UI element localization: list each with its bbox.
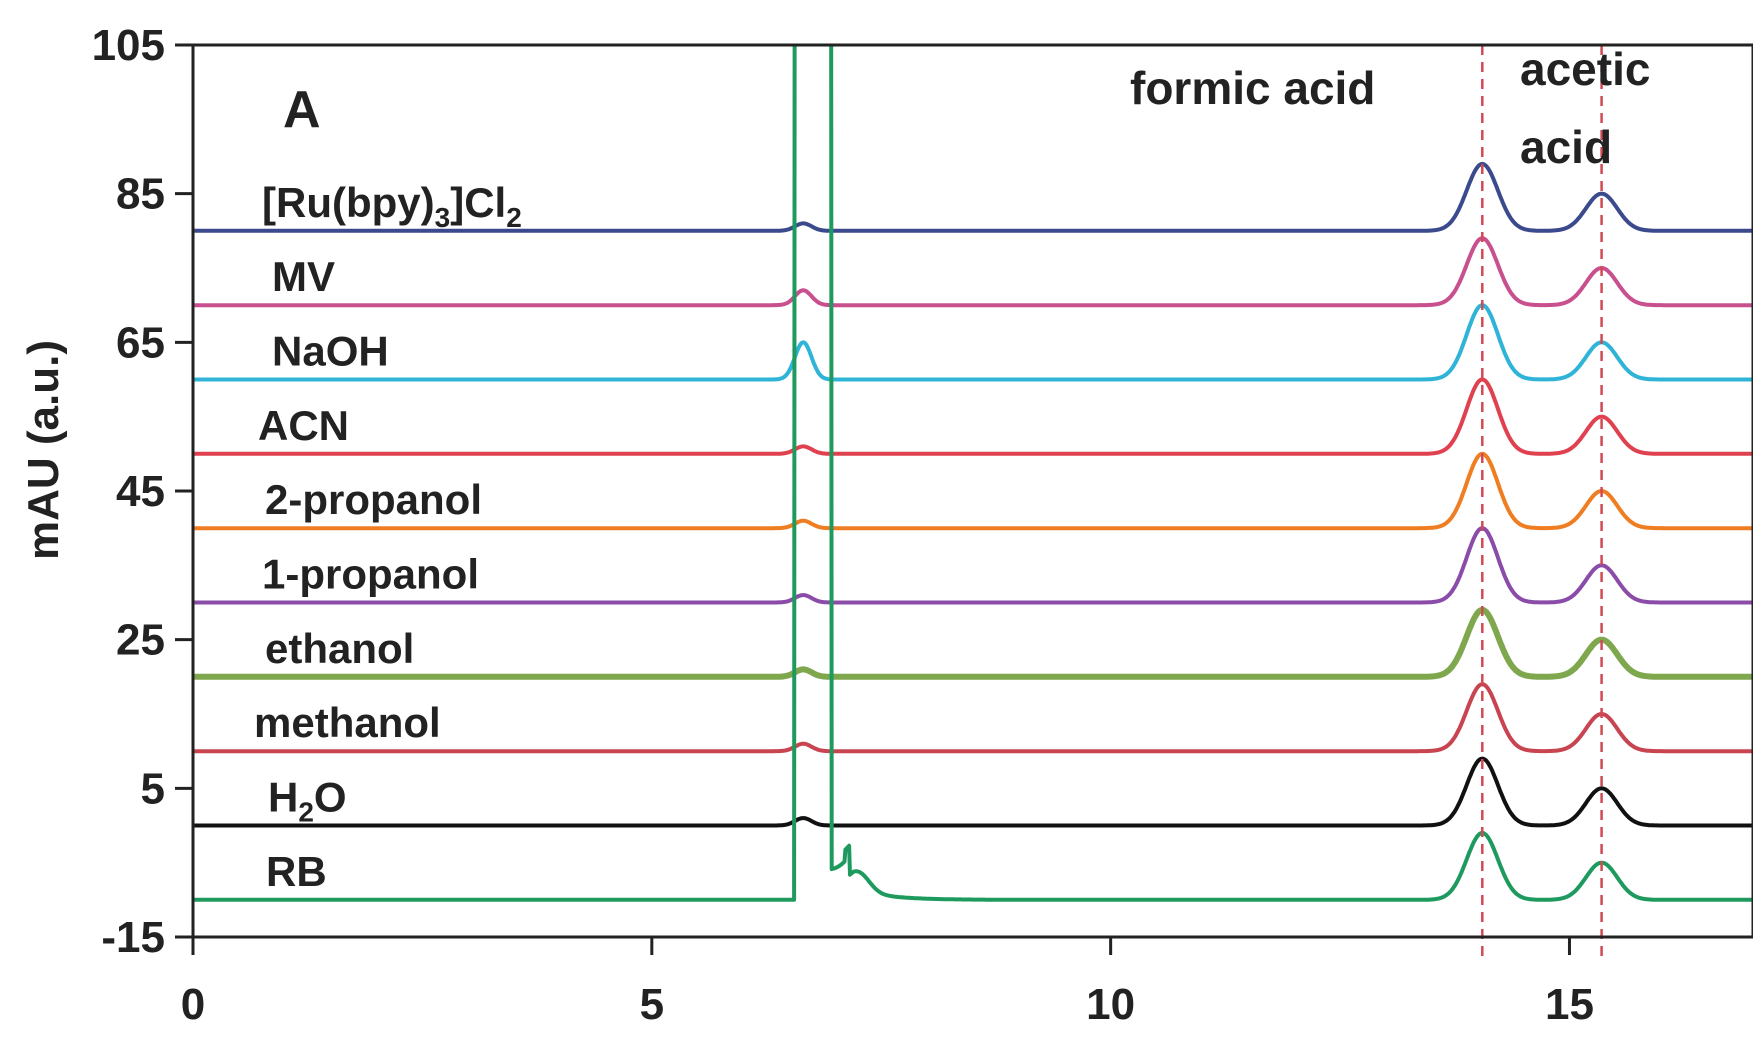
y-tick-label: 5 <box>141 764 165 813</box>
series-label: 2-propanol <box>265 476 482 523</box>
series-label: [Ru(bpy)3]Cl2 <box>262 179 522 233</box>
panel-label: A <box>283 81 321 139</box>
series-line <box>193 451 1753 531</box>
series-line <box>193 303 1753 382</box>
x-axis-ticks: 0 5 10 15 <box>181 937 1594 1029</box>
acetic-acid-annotation-line1: acetic <box>1520 43 1650 95</box>
y-tick-label: 85 <box>116 170 165 219</box>
series-label: NaOH <box>272 328 389 375</box>
series-line <box>193 236 1753 308</box>
series-line <box>193 606 1753 680</box>
series-label: H2O <box>268 774 347 828</box>
x-tick-label: 0 <box>181 980 205 1029</box>
y-tick-label: 45 <box>116 467 165 516</box>
x-tick-label: 5 <box>640 980 664 1029</box>
y-axis-ticks: -15 5 25 45 65 85 105 <box>92 21 193 962</box>
series-label: 1-propanol <box>262 551 479 598</box>
y-tick-label: 105 <box>92 21 165 70</box>
x-tick-label: 15 <box>1545 980 1594 1029</box>
series-line <box>193 756 1753 828</box>
y-axis-label: mAU (a.u.) <box>19 340 68 560</box>
reference-lines <box>1481 45 1603 957</box>
series-label: RB <box>266 848 327 895</box>
series-traces <box>193 45 1753 902</box>
series-line <box>193 377 1753 456</box>
series-line <box>193 682 1753 754</box>
series-line <box>193 161 1753 233</box>
y-tick-label: 65 <box>116 318 165 367</box>
acetic-acid-annotation-line2: acid <box>1520 121 1612 173</box>
y-tick-label: 25 <box>116 616 165 665</box>
series-label: MV <box>272 253 335 300</box>
series-label: ethanol <box>265 625 414 672</box>
x-tick-label: 10 <box>1086 980 1135 1029</box>
formic-acid-annotation: formic acid <box>1130 62 1375 114</box>
series-line <box>193 45 1753 902</box>
series-label: ACN <box>258 402 349 449</box>
y-tick-label: -15 <box>101 913 165 962</box>
series-line <box>193 526 1753 605</box>
series-label: methanol <box>254 699 441 746</box>
